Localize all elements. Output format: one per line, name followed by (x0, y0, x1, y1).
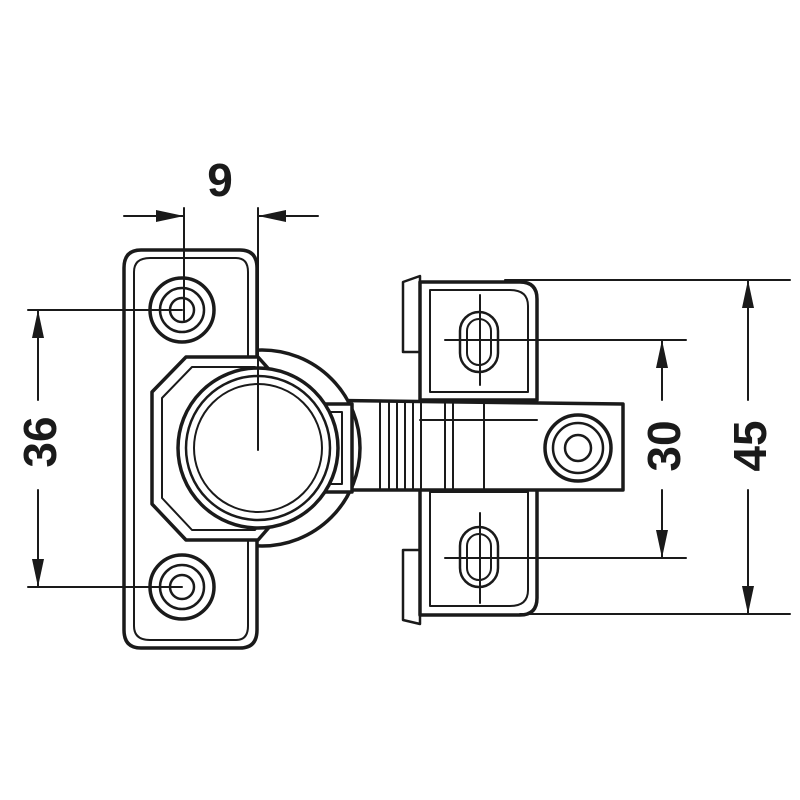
dimension-label-36: 36 (14, 416, 66, 467)
dimension-label-9: 9 (207, 154, 233, 206)
hinge-arm (298, 398, 625, 492)
dimension-label-45: 45 (724, 420, 776, 471)
arm-adjustment-screw (543, 413, 613, 483)
dimension-36: 36 (14, 309, 183, 588)
dimension-30: 30 (444, 294, 690, 604)
dimension-label-30: 30 (638, 420, 690, 471)
dimension-45: 45 (504, 279, 791, 615)
dimension-9: 9 (123, 154, 319, 451)
